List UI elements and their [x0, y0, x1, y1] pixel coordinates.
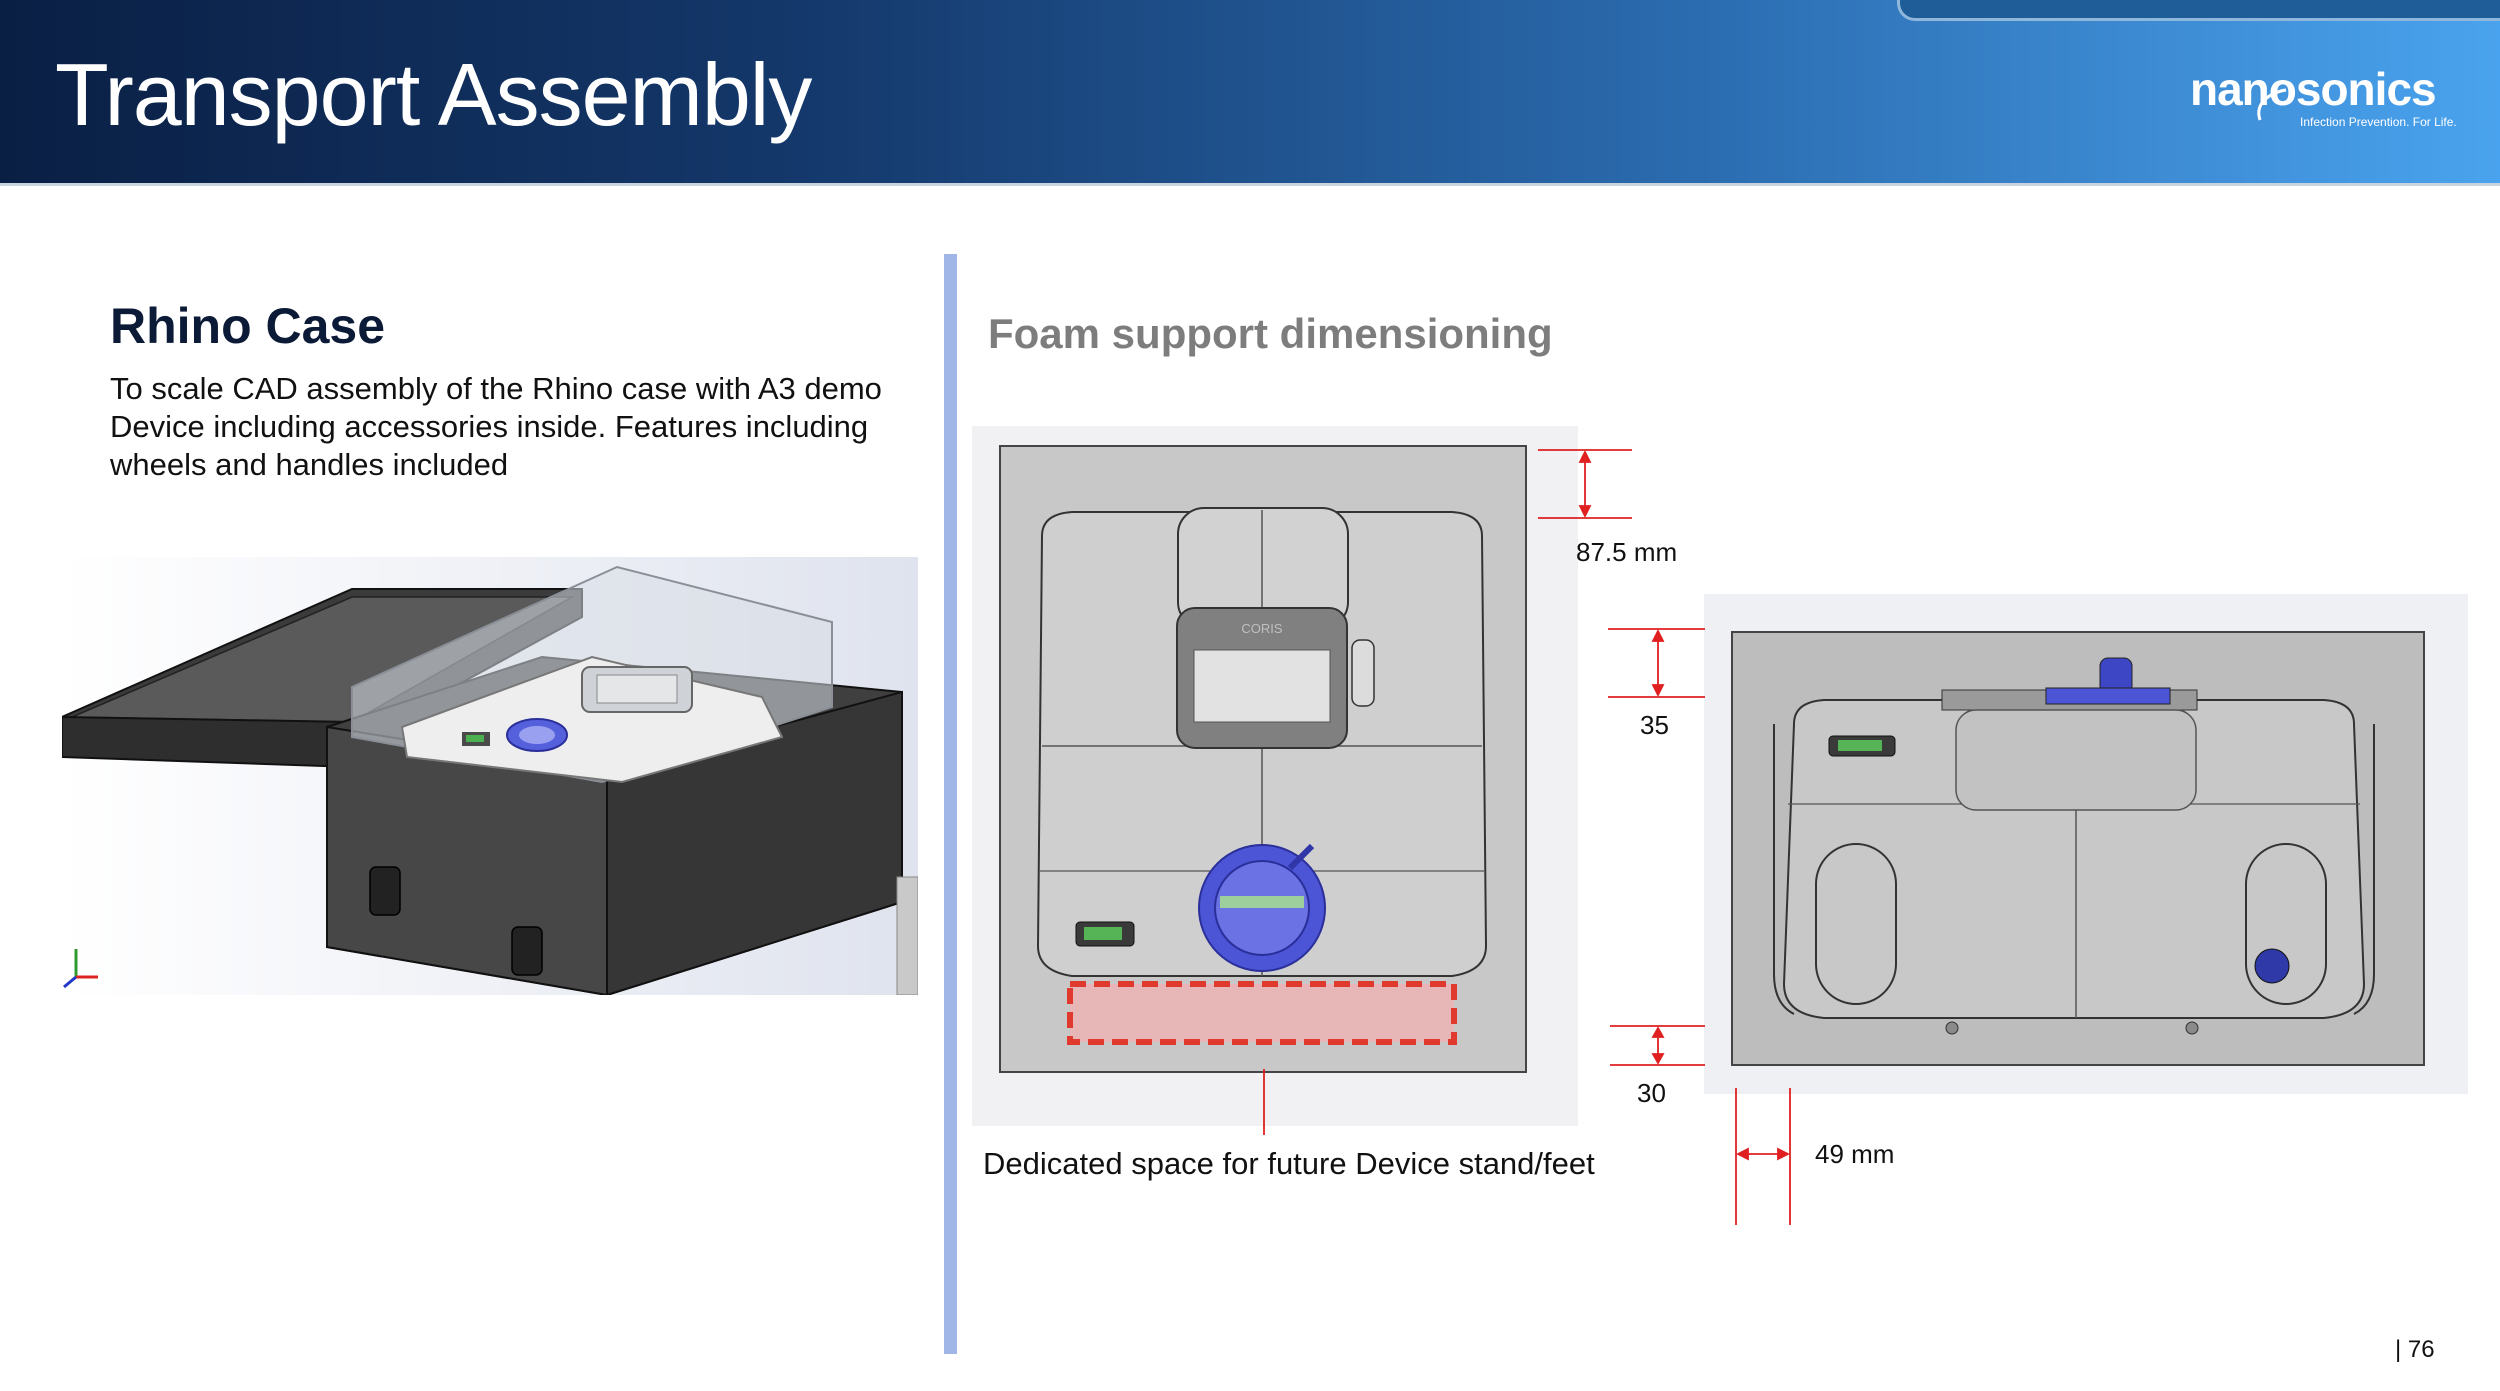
- banner-tab: [1897, 0, 2500, 21]
- dimension-label-side-bottom: 30: [1637, 1078, 1666, 1108]
- section-heading-foam-support: Foam support dimensioning: [988, 310, 1553, 357]
- device-brand-label: CORIS: [1241, 621, 1283, 636]
- future-stand-caption: Dedicated space for future Device stand/…: [983, 1146, 1595, 1181]
- logo-tagline: Infection Prevention. For Life.: [2300, 115, 2457, 129]
- device-front-view-image: CORIS: [972, 426, 1578, 1126]
- section-heading-rhino-case: Rhino Case: [110, 298, 386, 354]
- logo-wordmark: nanosonics: [2190, 63, 2437, 115]
- page-number: | 76: [2395, 1336, 2435, 1363]
- title-banner: Transport Assembly nanosonics Infection …: [0, 0, 2500, 186]
- column-divider: [944, 254, 957, 1354]
- dimension-label-top: 87.5 mm: [1576, 537, 1678, 567]
- device-top-view-image: [1704, 594, 2468, 1094]
- section-description: To scale CAD assembly of the Rhino case …: [110, 371, 882, 482]
- dimension-label-side-width: 49 mm: [1815, 1139, 1895, 1169]
- reserved-stand-area: [1067, 981, 1457, 1045]
- page-number-value: 76: [2407, 1336, 2435, 1363]
- nanosonics-logo: nanosonics Infection Prevention. For Lif…: [2190, 62, 2457, 142]
- rhino-case-cad-image: [62, 557, 918, 995]
- slide-title: Transport Assembly: [55, 45, 812, 144]
- dimension-label-side-top: 35: [1640, 710, 1669, 740]
- logo-swoosh-icon: [2257, 88, 2287, 121]
